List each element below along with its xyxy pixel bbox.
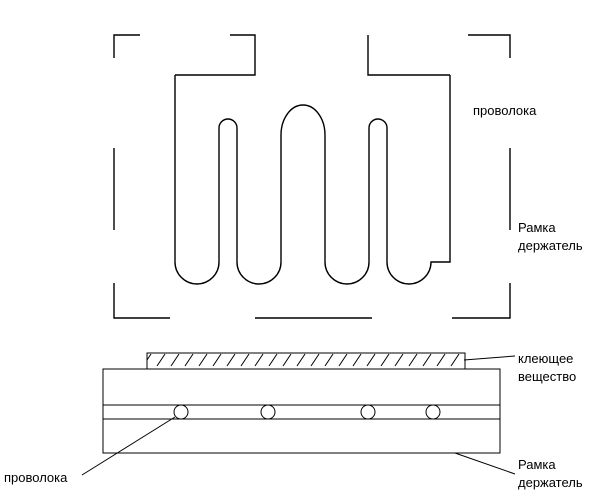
wire-cross-section <box>360 404 376 420</box>
holder-frame-side-view <box>102 368 501 454</box>
label-adhesive-line1: клеющее <box>518 351 574 366</box>
label-frame-bottom-line1: Рамка <box>518 457 556 472</box>
label-wire-bottom: проволока <box>4 470 68 485</box>
label-frame-top-line2: держатель <box>518 238 583 253</box>
leader-frame-bottom <box>454 452 516 475</box>
wire-cross-section <box>425 404 441 420</box>
label-wire-top: проволока <box>473 103 537 118</box>
adhesive-layer <box>146 352 466 370</box>
leader-wire-bottom <box>81 416 176 476</box>
wire-cross-section <box>260 404 276 420</box>
leader-adhesive <box>463 355 516 361</box>
holder-frame-top-view <box>113 34 511 319</box>
serpentine-wire <box>174 75 451 285</box>
wire-cross-section <box>173 404 189 420</box>
label-adhesive-line2: вещество <box>518 369 577 384</box>
wire-cross-sections <box>173 404 441 420</box>
label-frame-bottom-line2: держатель <box>518 475 583 490</box>
label-frame-top-line1: Рамка <box>518 220 556 235</box>
